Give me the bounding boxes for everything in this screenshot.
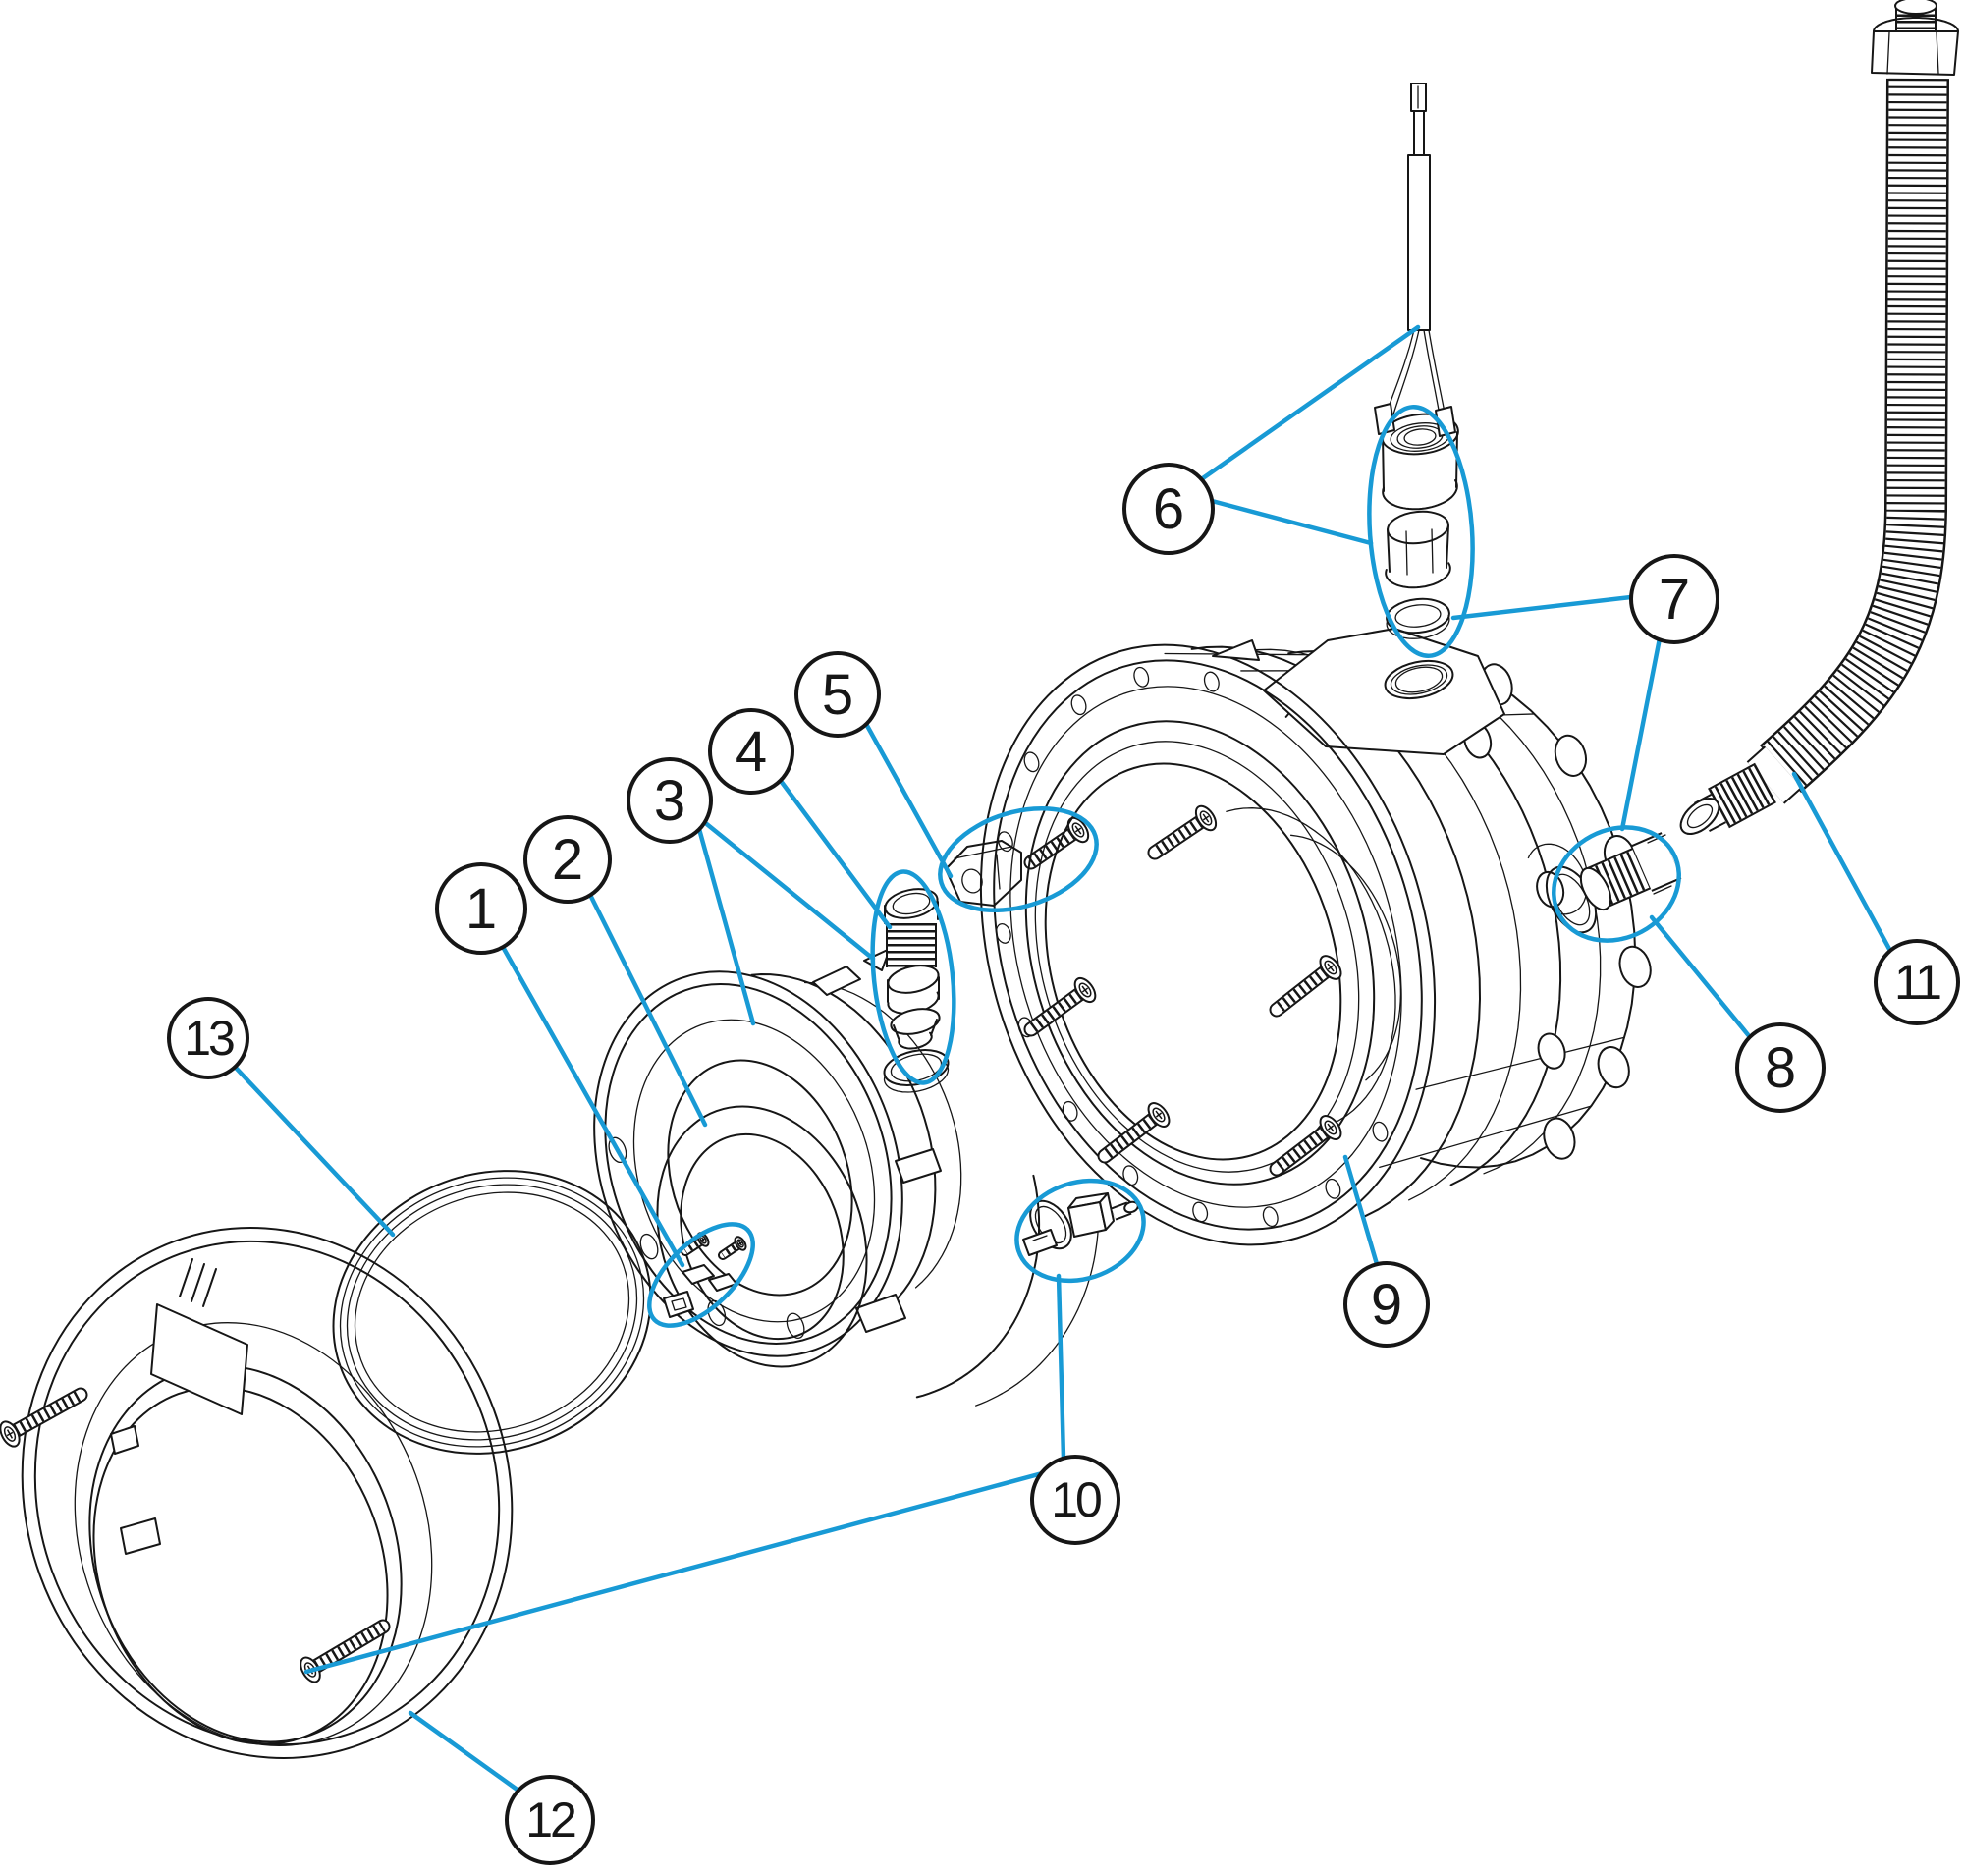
leader-line <box>778 778 893 930</box>
leader-line <box>696 826 756 1026</box>
screw <box>0 1387 88 1448</box>
callout-circle <box>167 997 249 1079</box>
lamp-holder-group <box>1374 403 1459 639</box>
callout-circle <box>627 757 713 844</box>
leader-line <box>1342 1154 1380 1267</box>
power-cable <box>1381 83 1449 437</box>
lens <box>332 1170 652 1455</box>
callout-number: 3 <box>654 769 685 833</box>
leader-line <box>1197 324 1421 483</box>
sensor-kit <box>1022 1192 1139 1256</box>
callout-9: 9 <box>1343 1261 1430 1348</box>
callout-number: 13 <box>184 1011 234 1066</box>
callout-7: 7 <box>1629 554 1719 644</box>
callout-circle <box>1874 939 1960 1025</box>
leader-line <box>1056 1273 1066 1462</box>
callout-5: 5 <box>794 651 881 738</box>
callout-circle <box>523 815 612 904</box>
callout-1: 1 <box>435 862 527 955</box>
leader-line <box>863 721 954 879</box>
leader-line <box>303 1465 1064 1675</box>
callout-number: 9 <box>1371 1273 1402 1337</box>
fixing-screws <box>1023 804 1342 1177</box>
callout-circle <box>794 651 881 738</box>
screw <box>1147 804 1218 860</box>
callout-number: 11 <box>1894 955 1940 1010</box>
screw <box>681 1232 710 1256</box>
group-ellipse-sensor-kit <box>1014 1178 1146 1284</box>
callout-number: 2 <box>552 828 583 892</box>
callout-number: 7 <box>1659 568 1690 632</box>
front-trim-ring <box>0 1227 514 1759</box>
leader-line <box>1791 771 1893 954</box>
callout-circle <box>1122 463 1215 555</box>
callout-8: 8 <box>1735 1022 1826 1113</box>
callout-4: 4 <box>708 708 794 795</box>
callout-circle <box>1629 554 1719 644</box>
leader-line <box>700 818 876 962</box>
group-ellipse-clips <box>647 1222 755 1328</box>
callout-3: 3 <box>627 757 713 844</box>
callout-number: 12 <box>525 1793 575 1848</box>
screw <box>1097 1102 1171 1164</box>
group-ellipse-clamp <box>938 805 1099 913</box>
flexible-conduit <box>1679 0 1959 835</box>
leader-line <box>1619 635 1663 832</box>
callout-circle <box>708 708 794 795</box>
leader-line <box>587 892 708 1128</box>
callout-12: 12 <box>505 1775 595 1865</box>
group-ellipse-lamp-holder <box>1367 405 1475 658</box>
callout-circle <box>1343 1261 1430 1348</box>
screw <box>1269 955 1342 1018</box>
callout-number: 5 <box>822 663 853 727</box>
cable-gland-stack <box>884 888 941 1050</box>
leader-line <box>1209 498 1374 546</box>
callout-number: 1 <box>465 877 497 941</box>
callout-6: 6 <box>1122 463 1215 555</box>
callout-number: 4 <box>736 720 767 784</box>
lamp-gasket <box>656 1105 868 1368</box>
clamp-and-screw <box>945 816 1090 907</box>
screw <box>718 1236 747 1260</box>
callout-13: 13 <box>167 997 249 1079</box>
group-markers <box>647 405 1681 1328</box>
callout-2: 2 <box>523 815 612 904</box>
lamp-flange-assembly <box>593 948 1100 1407</box>
callout-10: 10 <box>1030 1455 1120 1545</box>
group-ellipse-wall-fitting <box>1552 825 1681 943</box>
group-ellipse-gland-stack <box>870 869 956 1085</box>
callout-circle <box>505 1775 595 1865</box>
leader-line <box>1450 594 1634 621</box>
wall-fitting <box>1545 832 1682 934</box>
callout-circle <box>435 862 527 955</box>
leader-line <box>408 1710 521 1793</box>
leader-line <box>1649 914 1753 1040</box>
callout-number: 10 <box>1051 1472 1101 1527</box>
screw <box>1023 816 1090 870</box>
leader-line <box>500 944 685 1268</box>
leader-lines <box>233 324 1893 1793</box>
terminal-clips <box>663 1232 747 1318</box>
callout-number: 6 <box>1153 477 1184 541</box>
niche-housing <box>979 628 1652 1246</box>
callout-number: 8 <box>1765 1036 1796 1100</box>
callout-circle <box>1030 1455 1120 1545</box>
callout-11: 11 <box>1874 939 1960 1025</box>
leader-line <box>233 1065 396 1238</box>
screw <box>1023 976 1097 1037</box>
screw <box>1269 1115 1342 1177</box>
screw <box>300 1619 391 1683</box>
callout-circle <box>1735 1022 1826 1113</box>
